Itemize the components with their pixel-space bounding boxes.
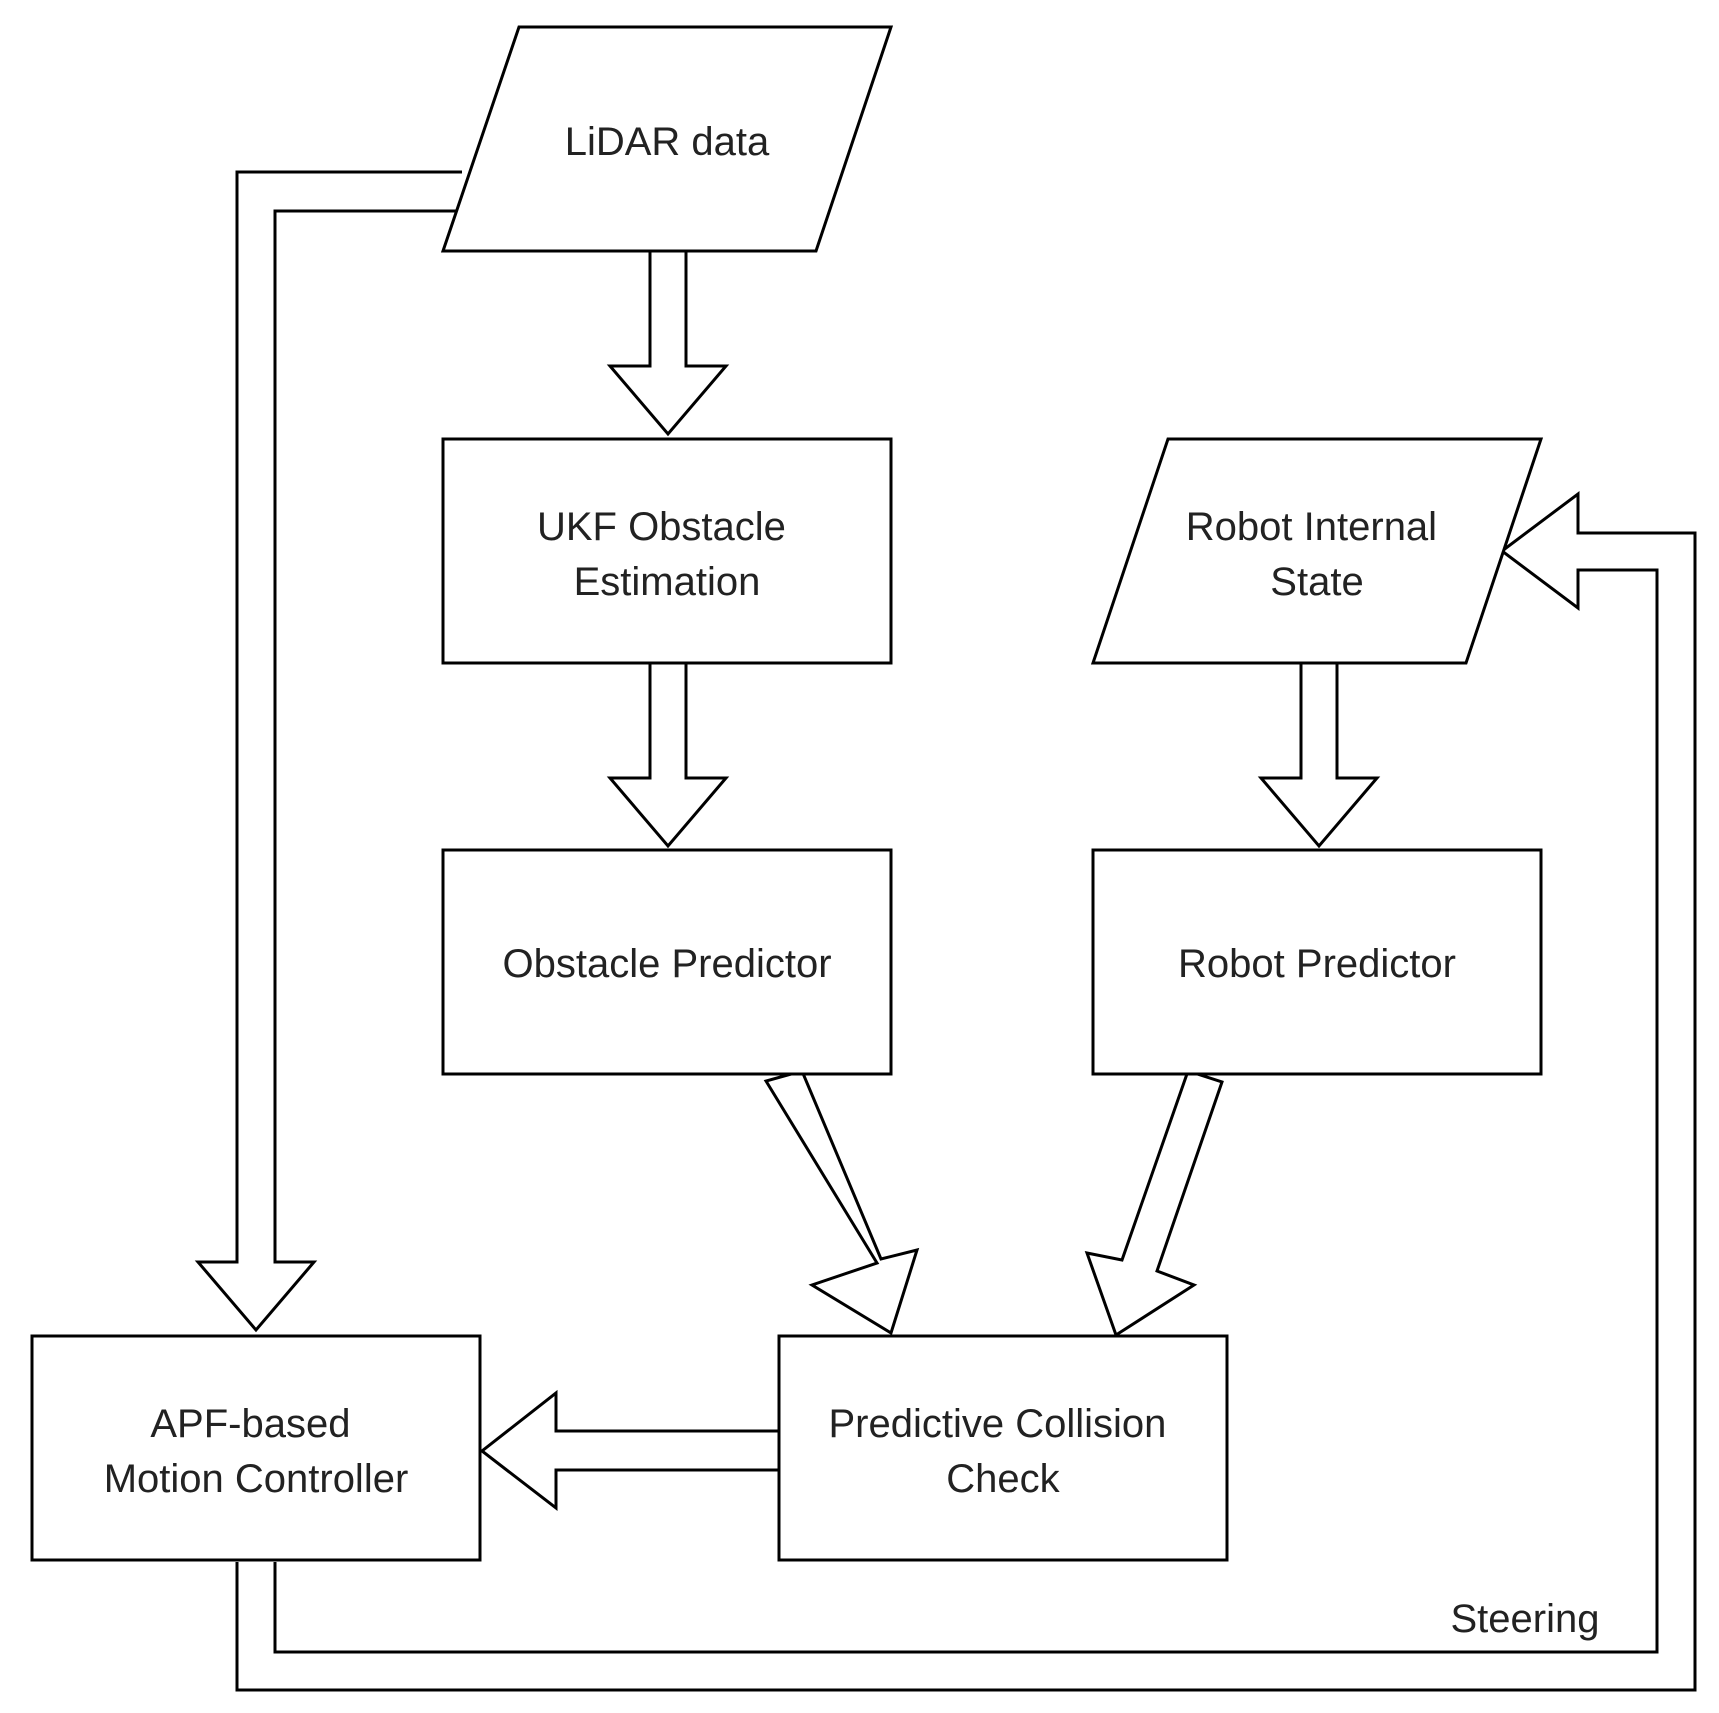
- node-lidar-data-label: LiDAR data: [565, 120, 770, 164]
- arrow-obstacle-predictor-to-collision-check: [763, 1069, 920, 1336]
- node-robot-predictor-label: Robot Predictor: [1178, 942, 1456, 986]
- node-obstacle-predictor: Obstacle Predictor: [441, 848, 893, 1076]
- node-obstacle-predictor-label: Obstacle Predictor: [502, 942, 831, 986]
- node-apf-controller-label: APF-based Motion Controller: [104, 1402, 409, 1501]
- node-ukf-label: UKF Obstacle Estimation: [537, 505, 797, 604]
- node-lidar-data: LiDAR data: [440, 25, 894, 253]
- arrow-lidar-to-ukf: [606, 252, 730, 437]
- node-robot-predictor: Robot Predictor: [1091, 848, 1543, 1076]
- node-apf-motion-controller: APF-based Motion Controller: [30, 1334, 482, 1562]
- node-ukf-obstacle-estimation: UKF Obstacle Estimation: [441, 437, 893, 665]
- node-predictive-collision-check: Predictive Collision Check: [777, 1334, 1229, 1562]
- arrow-lidar-to-apf-controller: [194, 170, 462, 1333]
- arrow-robot-state-to-robot-predictor: [1257, 663, 1381, 849]
- node-robot-state-label: Robot Internal State: [1186, 505, 1448, 604]
- node-robot-internal-state: Robot Internal State: [1090, 437, 1544, 665]
- arrow-collision-check-to-apf-controller: [479, 1389, 779, 1512]
- node-collision-check-label: Predictive Collision Check: [828, 1402, 1177, 1501]
- arrow-ukf-to-obstacle-predictor: [606, 663, 730, 849]
- edge-label-steering: Steering: [1451, 1597, 1600, 1641]
- arrow-robot-predictor-to-collision-check: [1084, 1069, 1224, 1338]
